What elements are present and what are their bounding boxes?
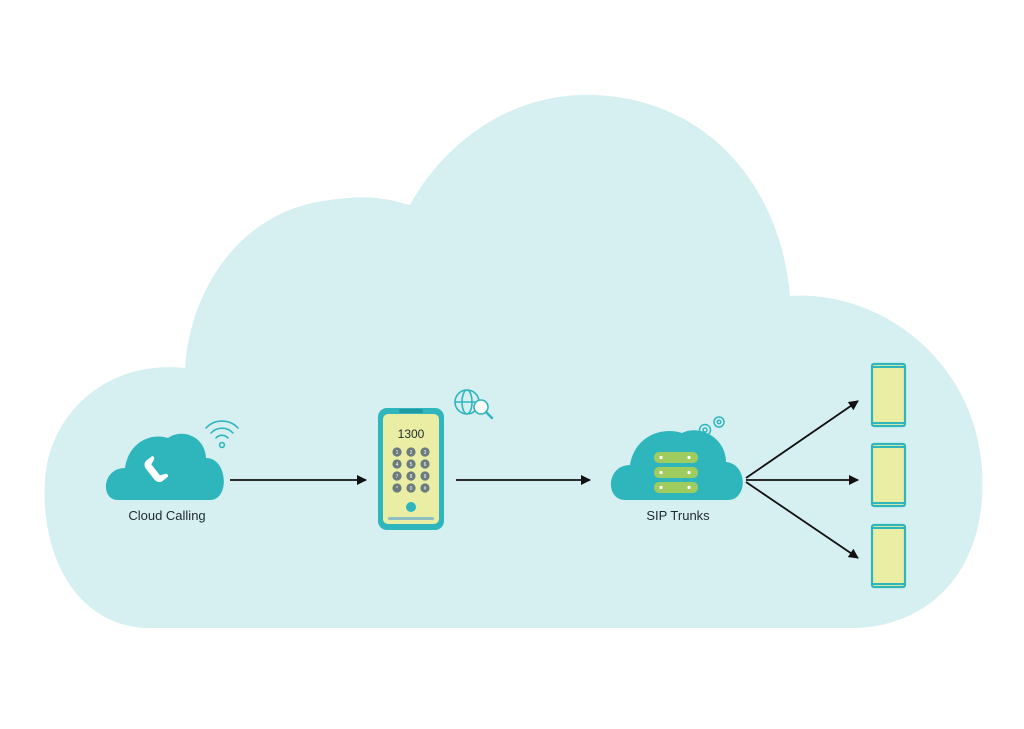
- dial-key: [420, 471, 430, 481]
- dial-key-label: #: [424, 486, 427, 492]
- phone-device: 1300 1 2 3 4 5 6 7 8 9 * 0 #: [378, 408, 444, 530]
- dial-key-label: 2: [410, 450, 413, 456]
- phone-handset-icon: [144, 456, 169, 483]
- dial-key-label: 3: [424, 450, 427, 456]
- dial-key: [420, 447, 430, 457]
- dial-key-label: 8: [410, 474, 413, 480]
- dial-key-label: 1: [396, 450, 399, 456]
- call-button-icon: [406, 502, 416, 512]
- dial-key: [392, 471, 402, 481]
- background-cloud: [44, 94, 983, 628]
- globe-search-icon: [454, 389, 494, 420]
- dial-key: [392, 483, 402, 493]
- dial-key-label: 7: [396, 474, 399, 480]
- dial-key: [420, 459, 430, 469]
- sip-trunks-icon: [610, 416, 743, 500]
- dial-key-label: 0: [410, 486, 413, 492]
- gears-icon: [698, 416, 725, 437]
- dial-key-label: 9: [424, 474, 427, 480]
- endpoint-device-2: [870, 442, 907, 508]
- endpoint-device-1: [870, 362, 907, 428]
- server-stack-icon: [654, 452, 698, 493]
- dial-pad: 1 2 3 4 5 6 7 8 9 * 0 #: [392, 447, 430, 493]
- dial-key: [406, 483, 416, 493]
- cloud-calling-icon: [105, 420, 239, 500]
- dial-key-label: 5: [410, 462, 413, 468]
- dial-key: [420, 483, 430, 493]
- dial-key-label: 6: [424, 462, 427, 468]
- arrow-sip-to-device-1: [745, 400, 859, 479]
- dial-key: [392, 459, 402, 469]
- arrow-sip-to-device-3: [745, 481, 859, 559]
- dial-key: [406, 447, 416, 457]
- sip-trunks-label: SIP Trunks: [646, 508, 710, 523]
- endpoint-device-3: [870, 523, 907, 589]
- dial-key: [406, 471, 416, 481]
- wifi-icon: [205, 420, 239, 449]
- dial-key-label: 4: [396, 462, 399, 468]
- cloud-calling-label: Cloud Calling: [128, 508, 206, 523]
- dial-key: [392, 447, 402, 457]
- phone-display-number: 1300: [398, 427, 425, 441]
- dial-key-label: *: [396, 486, 398, 492]
- dial-key: [406, 459, 416, 469]
